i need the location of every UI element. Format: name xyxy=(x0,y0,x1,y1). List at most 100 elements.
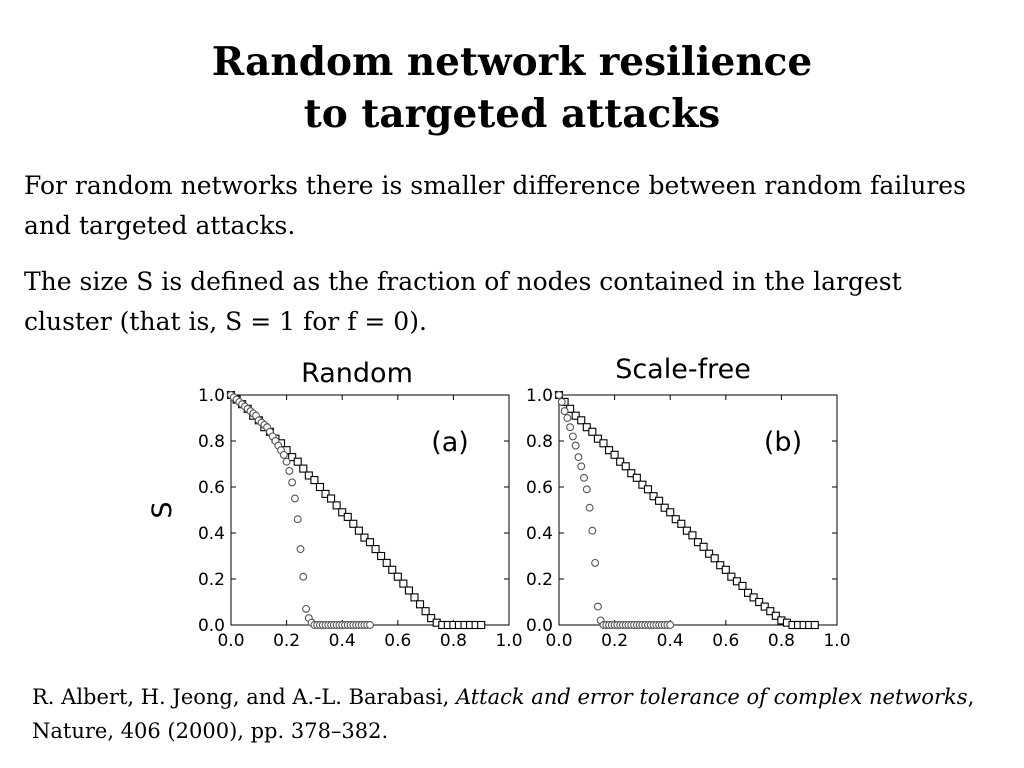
y-tick-label: 0.0 xyxy=(198,616,225,636)
x-tick-label: 0.6 xyxy=(384,631,411,651)
data-point-square xyxy=(671,515,680,524)
data-point-circle xyxy=(366,621,374,629)
data-point-square xyxy=(627,469,636,478)
data-point-square xyxy=(399,579,408,588)
slide-title: Random network resilience to targeted at… xyxy=(0,36,1024,140)
y-tick-label: 0.6 xyxy=(198,478,225,498)
data-point-circle xyxy=(282,457,291,466)
x-tick-label: 0.0 xyxy=(545,631,572,651)
x-tick-label: 0.4 xyxy=(329,631,356,651)
data-point-square xyxy=(721,565,730,574)
data-point-square xyxy=(393,572,402,581)
data-point-square xyxy=(666,508,675,517)
data-point-square xyxy=(638,480,647,489)
data-point-square xyxy=(732,577,741,586)
citation-authors: R. Albert, H. Jeong, and A.-L. Barabasi, xyxy=(32,685,456,709)
data-point-circle xyxy=(293,515,302,524)
data-point-square xyxy=(315,482,325,492)
data-point-circle xyxy=(666,621,675,629)
data-point-square xyxy=(738,581,747,590)
x-tick-label: 0.2 xyxy=(601,631,628,651)
data-point-square xyxy=(743,588,753,597)
data-point-square xyxy=(621,462,630,471)
data-point-square xyxy=(310,476,319,485)
data-point-circle xyxy=(574,453,583,462)
data-point-square xyxy=(349,519,358,528)
x-tick-label: 0.8 xyxy=(768,631,795,651)
paragraph-random-vs-targeted: For random networks there is smaller dif… xyxy=(24,171,966,240)
data-point-circle xyxy=(302,604,311,613)
citation: R. Albert, H. Jeong, and A.-L. Barabasi,… xyxy=(32,680,992,748)
data-point-circle xyxy=(279,450,288,459)
data-point-square xyxy=(338,508,347,517)
data-point-square xyxy=(332,501,341,510)
y-axis-label: S xyxy=(147,501,178,518)
title-line-1: Random network resilience xyxy=(211,39,813,85)
data-point-square xyxy=(377,551,386,561)
y-tick-label: 0.8 xyxy=(526,432,553,452)
x-tick-label: 0.6 xyxy=(712,631,739,651)
x-tick-label: 1.0 xyxy=(495,631,522,651)
panel-label: (a) xyxy=(431,427,469,458)
data-point-square xyxy=(365,538,375,547)
data-point-square xyxy=(610,450,619,459)
data-point-circle xyxy=(566,423,575,432)
data-point-circle xyxy=(563,414,572,422)
data-point-square xyxy=(304,471,313,480)
data-point-square xyxy=(688,531,697,540)
x-tick-label: 1.0 xyxy=(823,631,850,651)
data-point-square xyxy=(755,597,764,607)
data-point-square xyxy=(593,434,602,443)
y-tick-label: 0.8 xyxy=(198,432,225,452)
data-point-circle xyxy=(577,462,586,471)
data-point-circle xyxy=(591,558,600,567)
data-point-square xyxy=(604,446,614,455)
data-point-square xyxy=(343,512,352,521)
data-point-square xyxy=(643,485,653,494)
data-point-square xyxy=(716,561,725,570)
data-point-square xyxy=(655,496,664,505)
y-tick-label: 0.2 xyxy=(526,570,553,590)
data-point-circle xyxy=(555,391,563,399)
data-point-square xyxy=(293,457,302,466)
data-point-square xyxy=(288,453,297,462)
data-point-square xyxy=(404,586,413,595)
data-point-square xyxy=(571,411,580,420)
data-point-square xyxy=(771,611,780,620)
data-point-circle xyxy=(299,572,308,581)
data-point-square xyxy=(682,526,691,535)
x-tick-label: 0.2 xyxy=(273,631,300,651)
y-tick-label: 1.0 xyxy=(198,386,225,406)
data-point-circle xyxy=(588,526,597,535)
x-tick-label: 0.8 xyxy=(440,631,467,651)
data-point-square xyxy=(410,593,419,602)
data-point-circle xyxy=(285,466,294,475)
paragraph-size-definition: The size S is defined as the fraction of… xyxy=(24,267,902,336)
data-point-circle xyxy=(296,545,305,554)
data-point-circle xyxy=(288,478,297,487)
data-point-square xyxy=(760,602,769,611)
data-point-square xyxy=(588,427,597,436)
data-point-circle xyxy=(290,494,299,503)
data-point-square xyxy=(577,416,586,425)
data-point-square xyxy=(321,489,330,498)
data-point-square xyxy=(415,600,425,609)
data-point-square xyxy=(477,620,486,630)
data-point-square xyxy=(388,565,397,574)
data-point-square xyxy=(649,492,658,501)
data-point-square xyxy=(327,494,336,503)
data-point-circle xyxy=(593,602,602,611)
y-tick-label: 1.0 xyxy=(526,386,553,406)
data-point-square xyxy=(710,554,719,563)
data-point-circle xyxy=(582,485,591,494)
data-point-circle xyxy=(557,397,566,406)
data-point-square xyxy=(354,526,363,535)
data-point-square xyxy=(360,533,369,542)
data-point-square xyxy=(766,607,775,616)
data-point-circle xyxy=(568,432,577,441)
y-tick-label: 0.0 xyxy=(526,616,553,636)
data-point-square xyxy=(699,542,708,551)
y-tick-label: 0.4 xyxy=(526,524,553,544)
